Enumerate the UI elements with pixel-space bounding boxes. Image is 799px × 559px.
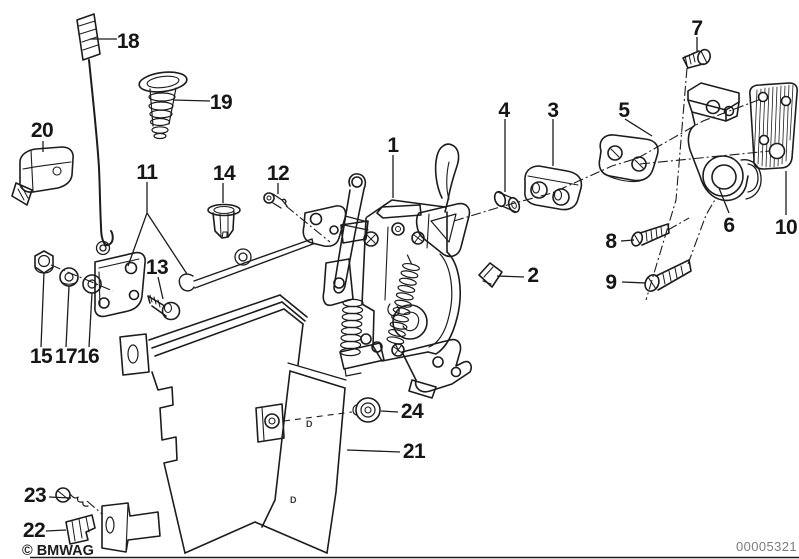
part-1-lock-assembly-drawing <box>322 143 472 399</box>
part-label-23: 23 <box>24 484 46 507</box>
part-label-17: 17 <box>55 345 77 368</box>
part-8-screw-drawing <box>630 223 670 247</box>
part-4-bushing-drawing <box>493 190 521 214</box>
part-17-washer-drawing <box>59 267 79 287</box>
construction-lines <box>50 67 771 515</box>
leader-lines <box>40 37 787 532</box>
part-label-10: 10 <box>775 216 797 239</box>
part-11-bracket-drawing <box>94 251 146 318</box>
part-7-screw-drawing <box>682 48 711 69</box>
part-label-6: 6 <box>723 214 734 237</box>
part-12-clip-pin-drawing <box>263 192 288 209</box>
part-13-screw-drawing <box>147 294 181 321</box>
part-label-2: 2 <box>527 264 538 287</box>
part-21-cover-panel-drawing <box>119 294 347 554</box>
part-label-3: 3 <box>547 99 558 122</box>
part-16-washer-drawing <box>82 274 102 294</box>
part-label-8: 8 <box>605 230 617 253</box>
part-3-spacer-drawing <box>524 165 583 211</box>
part-22-clip-drawing <box>65 514 96 545</box>
part-label-18: 18 <box>117 30 140 53</box>
part-20-cap-drawing <box>11 146 74 206</box>
part-label-15: 15 <box>30 345 53 368</box>
part-9-screw-drawing <box>644 259 692 292</box>
part-label-1: 1 <box>387 134 399 157</box>
part-14-expansion-rivet-drawing <box>207 203 241 239</box>
small-washer-drawing <box>95 240 252 266</box>
part-label-5: 5 <box>618 99 630 122</box>
part-19-grommet-drawing <box>138 71 188 140</box>
part-10-mounting-plate-drawing <box>749 82 798 170</box>
part-label-4: 4 <box>498 99 510 122</box>
part-label-16: 16 <box>77 345 99 368</box>
part-18-locking-rod-drawing <box>76 13 114 246</box>
dashed-line-24 <box>283 411 353 422</box>
panel-stamp-d-lower: D <box>290 495 297 505</box>
part-label-24: 24 <box>401 400 424 423</box>
part-label-19: 19 <box>210 91 232 114</box>
callout-labels: 1 2 3 4 5 6 7 8 9 10 11 12 13 14 15 16 1… <box>23 17 798 542</box>
panel-stamp-d-upper: D <box>306 419 313 429</box>
part-label-9: 9 <box>605 271 616 294</box>
part-24-bumper-drawing <box>352 397 381 423</box>
part-label-7: 7 <box>691 17 702 40</box>
part-label-13: 13 <box>146 256 168 279</box>
part-6-striker-drawing <box>687 82 762 202</box>
part-label-21: 21 <box>403 440 426 463</box>
connecting-rod-drawing <box>178 238 314 292</box>
part-label-22: 22 <box>23 519 45 542</box>
document-number: 00005321 <box>736 539 797 554</box>
part-label-11: 11 <box>136 161 158 184</box>
part-2-knob-drawing <box>478 262 503 288</box>
part-5-striker-plate-drawing <box>598 134 659 183</box>
copyright-text: © BMWAG <box>22 543 94 559</box>
part-label-20: 20 <box>31 119 53 142</box>
part-label-14: 14 <box>213 162 236 185</box>
part-label-12: 12 <box>267 162 289 185</box>
part-15-nut-drawing <box>34 250 54 274</box>
panel-foot-bracket-drawing <box>101 502 161 553</box>
